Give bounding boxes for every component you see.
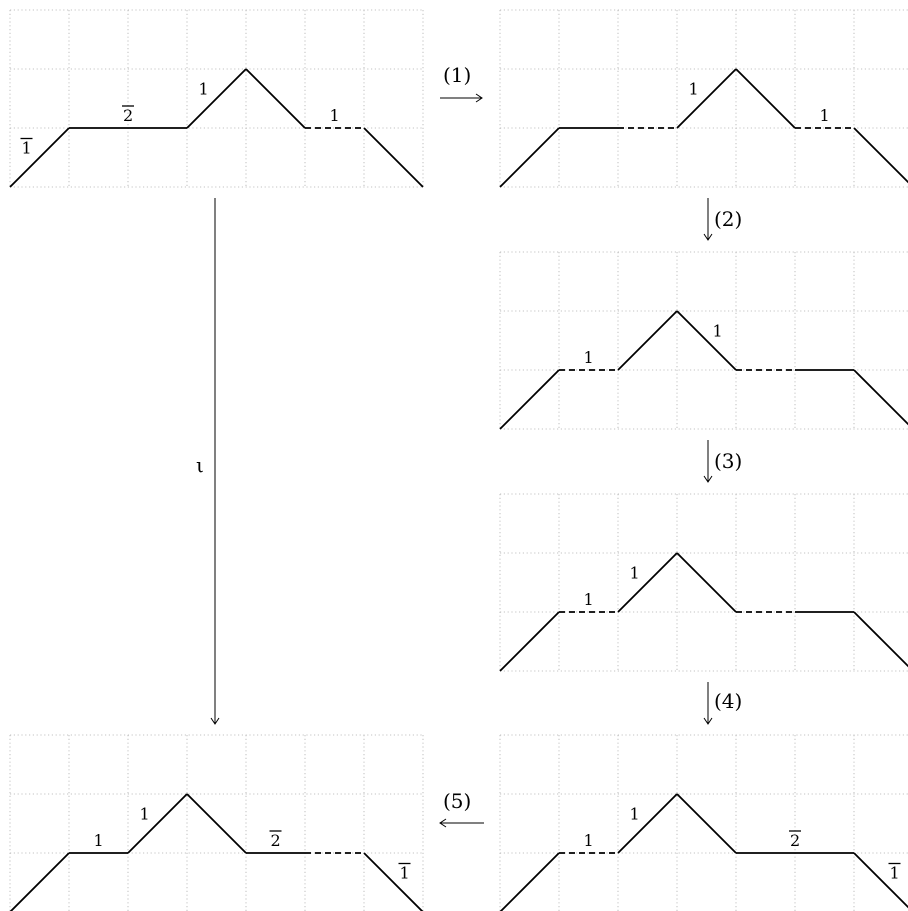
path-segment — [735, 68, 796, 129]
path-segment — [499, 127, 560, 188]
arrow-label-2: (2) — [714, 207, 742, 231]
panel-bottom-left: 1 1 2 1 — [9, 734, 424, 911]
arrow-step-3: (3) — [703, 440, 742, 483]
segment-label: 1 — [630, 564, 640, 583]
panel-row2: 11 — [499, 251, 908, 430]
segment-label: 1 — [890, 864, 900, 883]
path-segment — [186, 68, 247, 129]
path-segment — [9, 127, 70, 188]
path-segment — [363, 852, 424, 911]
arrow-label-3: (3) — [714, 449, 742, 473]
path-segment — [499, 369, 560, 430]
segment-label: 1 — [400, 864, 410, 883]
path-segment — [617, 552, 678, 613]
panel-grid — [499, 493, 908, 672]
segment-label: 1 — [630, 805, 640, 824]
arrow-label-4: (4) — [714, 689, 742, 713]
path-segment — [127, 793, 188, 854]
arrow-label-1: (1) — [443, 63, 471, 87]
panel-top-left: 1 2 1 1 — [9, 9, 424, 188]
panel-row3: 11 — [499, 493, 908, 672]
arrow-step-1: (1) — [440, 63, 483, 103]
path-segment — [676, 310, 737, 371]
segment-label: 1 — [140, 805, 150, 824]
segment-label: 1 — [330, 106, 340, 125]
panel-top-right: 11 — [499, 9, 908, 188]
segment-label: 1 — [584, 348, 594, 367]
arrow-label-5: (5) — [443, 789, 471, 813]
panel-bottom-right: 1 1 2 1 — [499, 734, 908, 911]
arrow-iota: ι — [196, 198, 220, 725]
panel-grid — [499, 9, 908, 188]
path-segment — [676, 552, 737, 613]
segment-label: 1 — [94, 831, 104, 850]
arrow-step-5: (5) — [439, 789, 484, 828]
path-segment — [499, 611, 560, 672]
arrow-step-2: (2) — [703, 198, 742, 241]
path-segment — [617, 310, 678, 371]
segment-label: 2 — [790, 831, 800, 850]
segment-label: 1 — [22, 139, 32, 158]
path-segment — [676, 68, 737, 129]
path-segment — [853, 852, 908, 909]
segment-label: 2 — [271, 831, 281, 850]
segment-label: 1 — [820, 106, 830, 125]
path-segment — [617, 793, 678, 854]
segment-label: 2 — [123, 106, 133, 125]
path-segment — [245, 68, 306, 129]
path-segment — [676, 793, 737, 854]
segment-label: 1 — [584, 590, 594, 609]
path-segment — [363, 127, 424, 188]
arrow-step-4: (4) — [703, 682, 742, 725]
panel-grid — [499, 734, 908, 911]
path-segment — [186, 793, 247, 854]
path-segment — [853, 611, 908, 668]
arrow-label-iota: ι — [196, 453, 204, 477]
path-segment — [853, 369, 908, 426]
panel-grid — [499, 251, 908, 430]
segment-label: 1 — [584, 831, 594, 850]
path-segment — [853, 127, 908, 184]
path-segment — [499, 852, 560, 911]
segment-label: 1 — [199, 80, 209, 99]
path-segment — [9, 852, 70, 911]
segment-label: 1 — [689, 80, 699, 99]
segment-label: 1 — [713, 322, 723, 341]
arrows-layer: (1) (2) (3) (4) (5) ι — [196, 63, 742, 828]
